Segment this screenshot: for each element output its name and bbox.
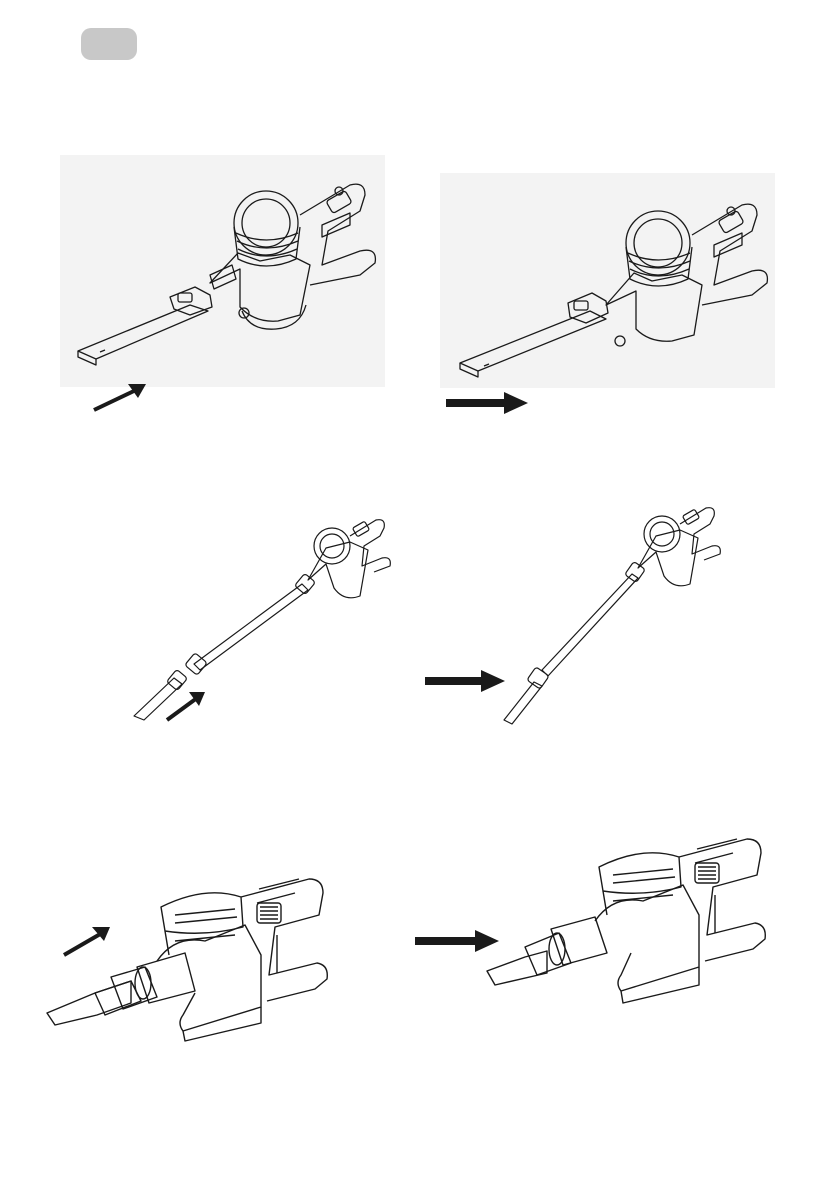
- illustration-handheld-crevice-attached: [485, 825, 780, 1015]
- diagonal-arrow-icon: [165, 690, 207, 722]
- diagonal-arrow-icon: [92, 382, 148, 412]
- right-arrow-icon: [415, 930, 499, 952]
- illustration-stick-crevice-attached: [500, 500, 722, 725]
- diagonal-arrow-icon: [62, 925, 112, 957]
- illustration-tube-attached: [440, 173, 775, 388]
- right-arrow-icon: [446, 392, 528, 414]
- section-badge: [81, 28, 137, 60]
- illustration-tube-detached: [60, 155, 385, 387]
- right-arrow-icon: [425, 670, 505, 692]
